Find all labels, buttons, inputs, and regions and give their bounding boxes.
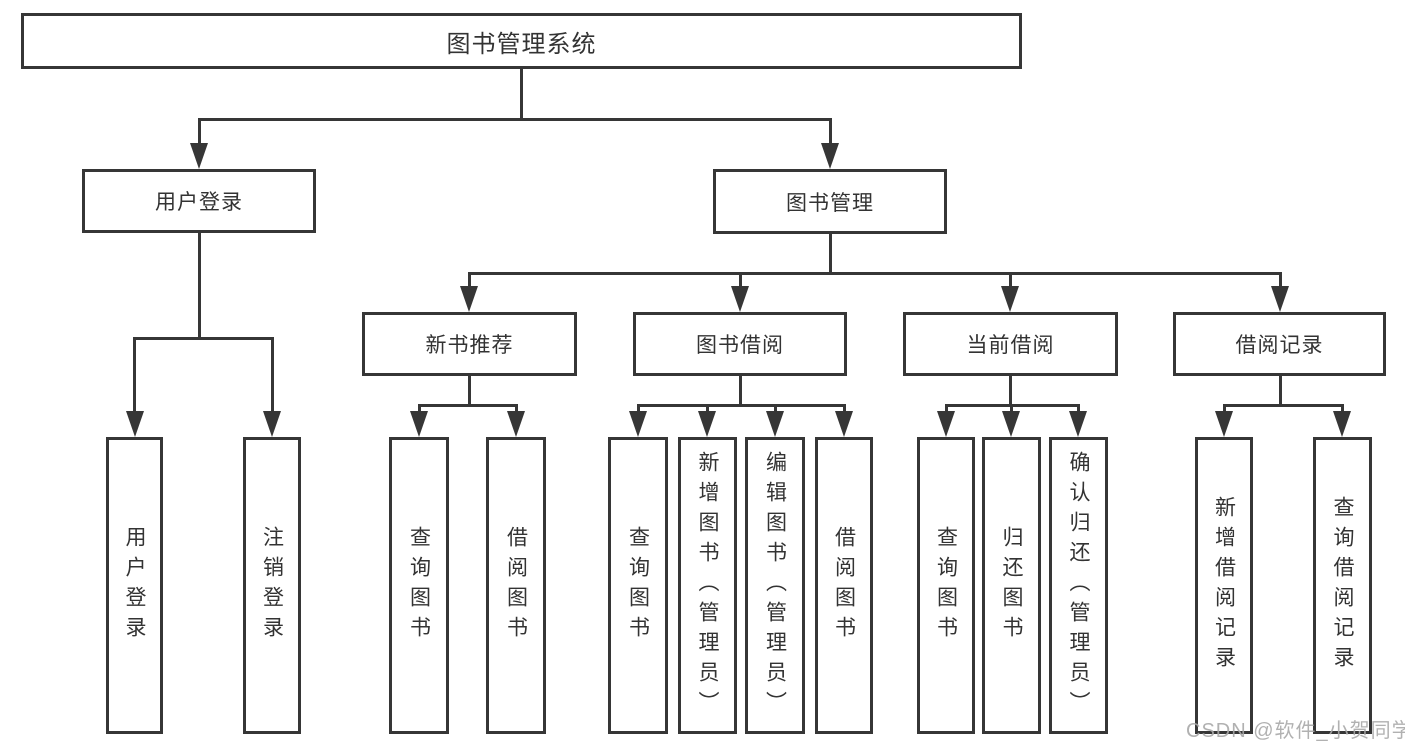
connector-stem-nb-borrow <box>515 404 518 414</box>
leaf-logout: 注销登录 <box>243 437 301 734</box>
connector-borrow-record-horizontal <box>1223 404 1344 407</box>
node-user-login: 用户登录 <box>82 169 316 233</box>
arrowhead-bb-edit-icon <box>766 411 784 437</box>
leaf-borrow-query-book: 查询图书 <box>608 437 668 734</box>
leaf-record-query-record: 查询借阅记录 <box>1313 437 1372 734</box>
leaf-current-confirm-return-admin: 确认归还（管理员） <box>1049 437 1108 734</box>
leaf-borrow-borrow-book: 借阅图书 <box>815 437 873 734</box>
node-current-borrow: 当前借阅 <box>903 312 1118 376</box>
node-borrow-record: 借阅记录 <box>1173 312 1386 376</box>
connector-stem-leaf-user-login <box>133 337 136 412</box>
connector-root-drop <box>520 69 523 119</box>
connector-stem-cb-query <box>945 404 948 414</box>
leaf-record-add-record: 新增借阅记录 <box>1195 437 1253 734</box>
leaf-borrow-add-book-admin: 新增图书（管理员） <box>678 437 737 734</box>
arrowhead-br-query-icon <box>1333 411 1351 437</box>
arrowhead-borrow-record-icon <box>1271 286 1289 312</box>
arrowhead-current-borrow-icon <box>1001 286 1019 312</box>
arrowhead-leaf-user-login-icon <box>126 411 144 437</box>
csdn-watermark: CSDN @软件_小贺同学 <box>1186 720 1405 742</box>
arrowhead-bb-query-icon <box>629 411 647 437</box>
connector-level2-horizontal <box>198 118 832 121</box>
connector-stem-current-borrow <box>1009 272 1012 287</box>
leaf-current-query-book: 查询图书 <box>917 437 975 734</box>
leaf-current-return-book: 归还图书 <box>982 437 1041 734</box>
arrowhead-cb-confirm-icon <box>1069 411 1087 437</box>
arrowhead-user-login-icon <box>190 143 208 169</box>
node-new-book-recommend: 新书推荐 <box>362 312 577 376</box>
arrowhead-bb-add-icon <box>698 411 716 437</box>
arrowhead-book-borrow-icon <box>731 286 749 312</box>
connector-stem-book-management <box>829 118 832 144</box>
arrowhead-book-management-icon <box>821 143 839 169</box>
arrowhead-br-add-icon <box>1215 411 1233 437</box>
arrowhead-nb-borrow-icon <box>507 411 525 437</box>
connector-new-book-drop <box>468 376 471 407</box>
connector-book-borrow-drop <box>739 376 742 407</box>
connector-stem-bb-query <box>637 404 640 414</box>
connector-stem-bb-edit <box>774 404 777 414</box>
connector-new-book-horizontal <box>418 404 518 407</box>
arrowhead-nb-query-icon <box>410 411 428 437</box>
connector-stem-book-borrow <box>739 272 742 287</box>
connector-stem-new-book-recommend <box>468 272 471 287</box>
arrowhead-bb-borrow-icon <box>835 411 853 437</box>
connector-stem-leaf-logout <box>271 337 274 412</box>
connector-stem-br-query <box>1341 404 1344 414</box>
arrowhead-cb-return-icon <box>1002 411 1020 437</box>
node-root-library-management-system: 图书管理系统 <box>21 13 1022 69</box>
leaf-newbook-query-book: 查询图书 <box>389 437 449 734</box>
connector-user-login-horizontal <box>133 337 274 340</box>
connector-stem-cb-return <box>1010 404 1013 414</box>
connector-level3-horizontal <box>468 272 1282 275</box>
connector-stem-br-add <box>1223 404 1226 414</box>
node-book-management: 图书管理 <box>713 169 947 234</box>
connector-stem-cb-confirm <box>1077 404 1080 414</box>
arrowhead-new-book-recommend-icon <box>460 286 478 312</box>
connector-stem-bb-add <box>706 404 709 414</box>
connector-stem-borrow-record <box>1279 272 1282 287</box>
connector-borrow-record-drop <box>1279 376 1282 407</box>
leaf-borrow-edit-book-admin: 编辑图书（管理员） <box>745 437 805 734</box>
connector-user-login-drop <box>198 233 201 338</box>
leaf-user-login: 用户登录 <box>106 437 163 734</box>
connector-current-borrow-drop <box>1009 376 1012 407</box>
connector-stem-user-login <box>198 118 201 144</box>
leaf-newbook-borrow-book: 借阅图书 <box>486 437 546 734</box>
node-book-borrow: 图书借阅 <box>633 312 847 376</box>
connector-stem-nb-query <box>418 404 421 414</box>
arrowhead-leaf-logout-icon <box>263 411 281 437</box>
arrowhead-cb-query-icon <box>937 411 955 437</box>
connector-book-management-drop <box>829 234 832 273</box>
connector-stem-bb-borrow <box>843 404 846 414</box>
connector-book-borrow-horizontal <box>637 404 846 407</box>
